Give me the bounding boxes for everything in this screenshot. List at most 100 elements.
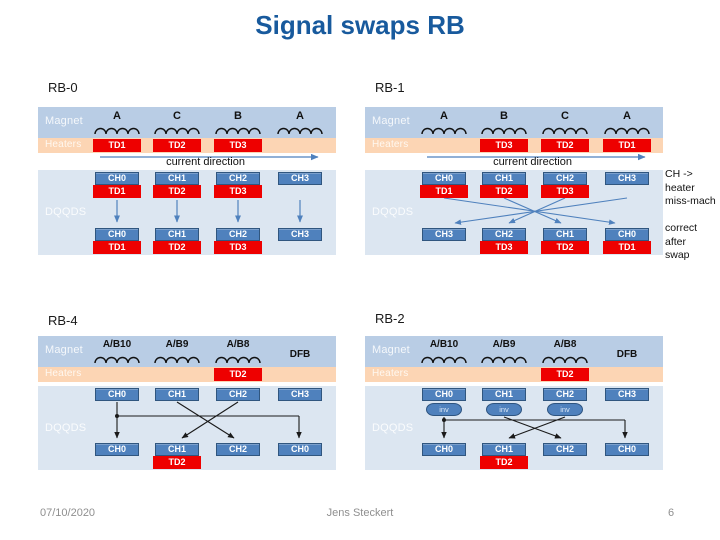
magnet-name: A/B10: [429, 339, 459, 350]
coil-icon: [542, 127, 588, 135]
coil-icon: [154, 127, 200, 135]
td-box: TD2: [480, 185, 528, 198]
magnet-name: A/B8: [226, 339, 250, 350]
coil-icon: [481, 356, 527, 364]
coil-icon: [277, 127, 323, 135]
magnet-name: C: [561, 110, 569, 122]
annotation-mismatch: CH -> heater miss-mach: [665, 168, 716, 208]
current-direction-label: current direction: [166, 156, 245, 168]
panel-rb0: Magnet A C B A Heaters TD1 TD2 TD3 curre…: [38, 107, 336, 255]
channel-box: CH1: [155, 228, 199, 241]
coil-icon: [154, 356, 200, 364]
panel-label-rb1: RB-1: [375, 80, 405, 95]
channel-box: CH0: [605, 228, 649, 241]
current-direction-label: current direction: [493, 156, 572, 168]
heaters-row: Heaters TD3 TD2 TD1: [365, 138, 663, 153]
channel-box: CH0: [605, 443, 649, 456]
magnet-name: A: [623, 110, 631, 122]
panel-rb2: Magnet A/B10 A/B9 A/B8 DFB Heaters TD2 D…: [365, 336, 663, 470]
inverted-badge: inv: [547, 403, 583, 416]
channel-box: CH2: [216, 388, 260, 401]
magnet-row: Magnet A/B10 A/B9 A/B8 DFB: [365, 336, 663, 367]
td-box: TD2: [541, 241, 589, 254]
heater-td-box: TD3: [480, 139, 528, 152]
coil-icon: [421, 356, 467, 364]
wiring-arrows: [114, 401, 302, 439]
magnet-row-label: Magnet: [45, 115, 83, 127]
magnet-name: A: [440, 110, 448, 122]
magnet-name: A/B9: [492, 339, 516, 350]
heaters-row-label: Heaters: [45, 139, 82, 150]
footer-page-number: 6: [668, 507, 675, 519]
magnet-row: Magnet A/B10 A/B9 A/B8 DFB: [38, 336, 336, 367]
td-box: TD3: [214, 185, 262, 198]
coil-icon: [542, 356, 588, 364]
magnet-name: DFB: [289, 349, 311, 360]
coil-icon: [421, 127, 467, 135]
channel-box: CH3: [278, 172, 322, 185]
td-box: TD2: [153, 185, 201, 198]
magnet-name: C: [173, 110, 181, 122]
channel-box: CH3: [605, 172, 649, 185]
dqqds-label: DQQDS: [372, 422, 414, 434]
td-box: TD2: [153, 241, 201, 254]
channel-box: CH0: [95, 388, 139, 401]
panel-label-rb2: RB-2: [375, 311, 405, 326]
td-box: TD3: [214, 241, 262, 254]
panel-label-rb0: RB-0: [48, 80, 78, 95]
channel-box: CH3: [605, 388, 649, 401]
magnet-row: Magnet A B C A: [365, 107, 663, 138]
magnet-name: B: [234, 110, 242, 122]
panel-rb4: Magnet A/B10 A/B9 A/B8 DFB Heaters TD2 D…: [38, 336, 336, 470]
coil-icon: [215, 356, 261, 364]
dqqds-label: DQQDS: [45, 422, 87, 434]
magnet-name: A/B9: [165, 339, 189, 350]
td-box: TD3: [480, 241, 528, 254]
dqqds-area: DQQDS CH0 CH1 CH2 CH3 CH0 CH1 TD2 CH2 CH…: [38, 386, 336, 470]
wiring-arrows: [443, 197, 628, 225]
dqqds-area: DQQDS CH0 CH1 CH2 CH3 inv inv inv CH0 CH…: [365, 386, 663, 470]
td-box: TD2: [153, 456, 201, 469]
channel-box: CH2: [216, 228, 260, 241]
inverted-badge: inv: [426, 403, 462, 416]
heaters-row: Heaters TD1 TD2 TD3: [38, 138, 336, 153]
channel-box: CH1: [155, 388, 199, 401]
heaters-row: Heaters TD2: [365, 367, 663, 382]
magnet-row-label: Magnet: [45, 344, 83, 356]
magnet-row-label: Magnet: [372, 344, 410, 356]
channel-box: CH0: [278, 443, 322, 456]
channel-box: CH1: [482, 172, 526, 185]
dqqds-label: DQQDS: [45, 206, 87, 218]
td-box: TD3: [541, 185, 589, 198]
channel-box: CH2: [216, 443, 260, 456]
heater-td-box: TD2: [541, 368, 589, 381]
heaters-row-label: Heaters: [372, 368, 409, 379]
dqqds-area: DQQDS CH0 TD1 CH1 TD2 CH2 TD3 CH3 CH3 CH…: [365, 170, 663, 255]
footer-author: Jens Steckert: [326, 507, 394, 519]
heater-td-box: TD2: [153, 139, 201, 152]
channel-box: CH2: [543, 388, 587, 401]
channel-box: CH1: [482, 388, 526, 401]
td-box: TD1: [93, 241, 141, 254]
wiring-arrows: [114, 200, 303, 223]
heater-td-box: TD2: [541, 139, 589, 152]
heaters-row-label: Heaters: [45, 368, 82, 379]
magnet-name: A/B8: [553, 339, 577, 350]
channel-box: CH2: [543, 443, 587, 456]
dqqds-area: DQQDS CH0 TD1 CH1 TD2 CH2 TD3 CH3 CH0 TD…: [38, 170, 336, 255]
panel-rb1: Magnet A B C A Heaters TD3 TD2 TD1 curre…: [365, 107, 663, 255]
coil-icon: [94, 127, 140, 135]
channel-box: CH2: [482, 228, 526, 241]
channel-box: CH1: [543, 228, 587, 241]
inverted-badge: inv: [486, 403, 522, 416]
coil-icon: [481, 127, 527, 135]
td-box: TD1: [93, 185, 141, 198]
channel-box: CH0: [95, 228, 139, 241]
channel-box: CH2: [543, 172, 587, 185]
channel-box: CH3: [278, 228, 322, 241]
panel-label-rb4: RB-4: [48, 313, 78, 328]
magnet-row-label: Magnet: [372, 115, 410, 127]
heater-td-box: TD3: [214, 139, 262, 152]
magnet-row: Magnet A C B A: [38, 107, 336, 138]
